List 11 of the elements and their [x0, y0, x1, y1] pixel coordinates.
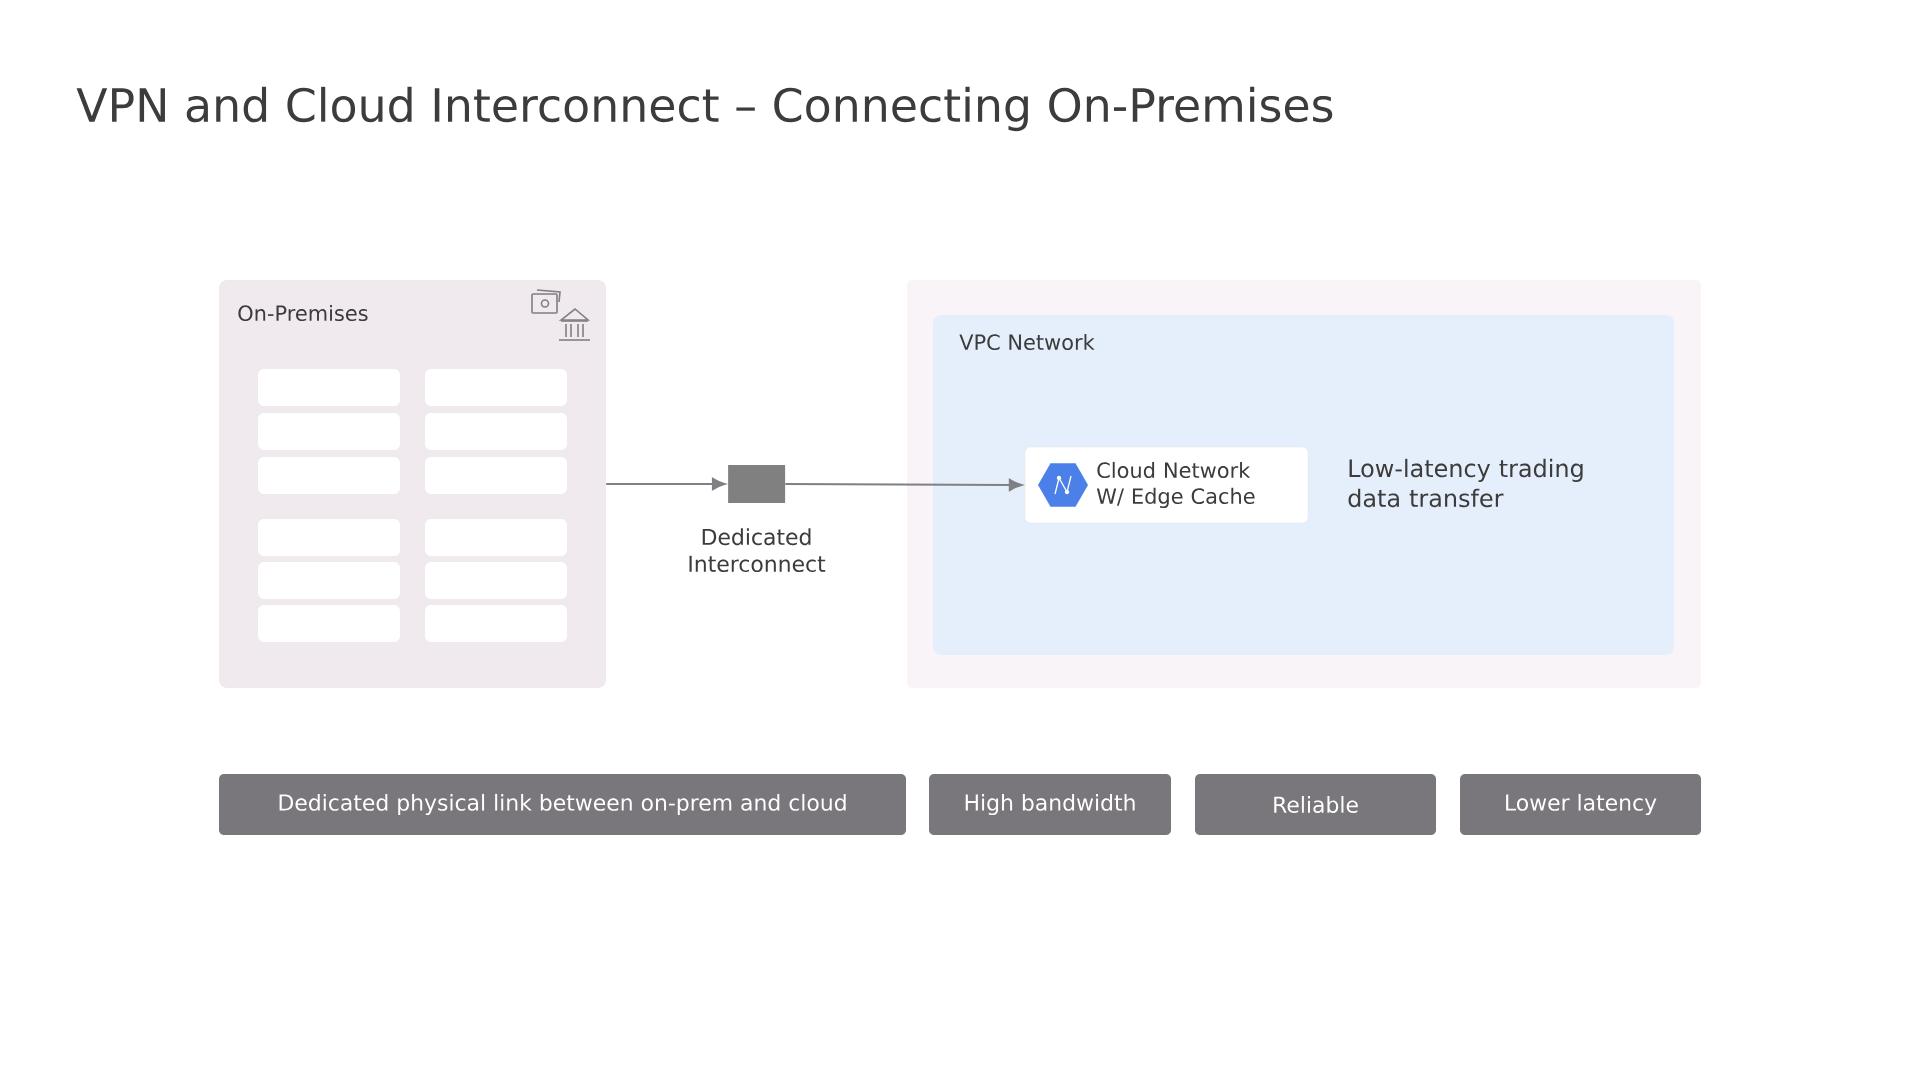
service-card: Cloud Network W/ Edge Cache: [1024, 446, 1309, 524]
feature-bar: Dedicated physical link between on-prem and cloud: [219, 774, 906, 835]
feature-bar: Reliable: [1195, 774, 1436, 835]
node-label: Dedicated Interconnect: [689, 528, 826, 573]
feature-bar: High bandwidth: [929, 774, 1171, 835]
title: VPN and Cloud Interconnect – Connecting On-Premises: [76, 86, 1333, 132]
interconnect-cylinder: [728, 465, 786, 503]
arrow: [784, 478, 1023, 492]
feature-bar: Lower latency: [1460, 774, 1701, 835]
arrow: [605, 477, 726, 491]
note-text: Low-latency trading data transfer: [1348, 458, 1583, 508]
